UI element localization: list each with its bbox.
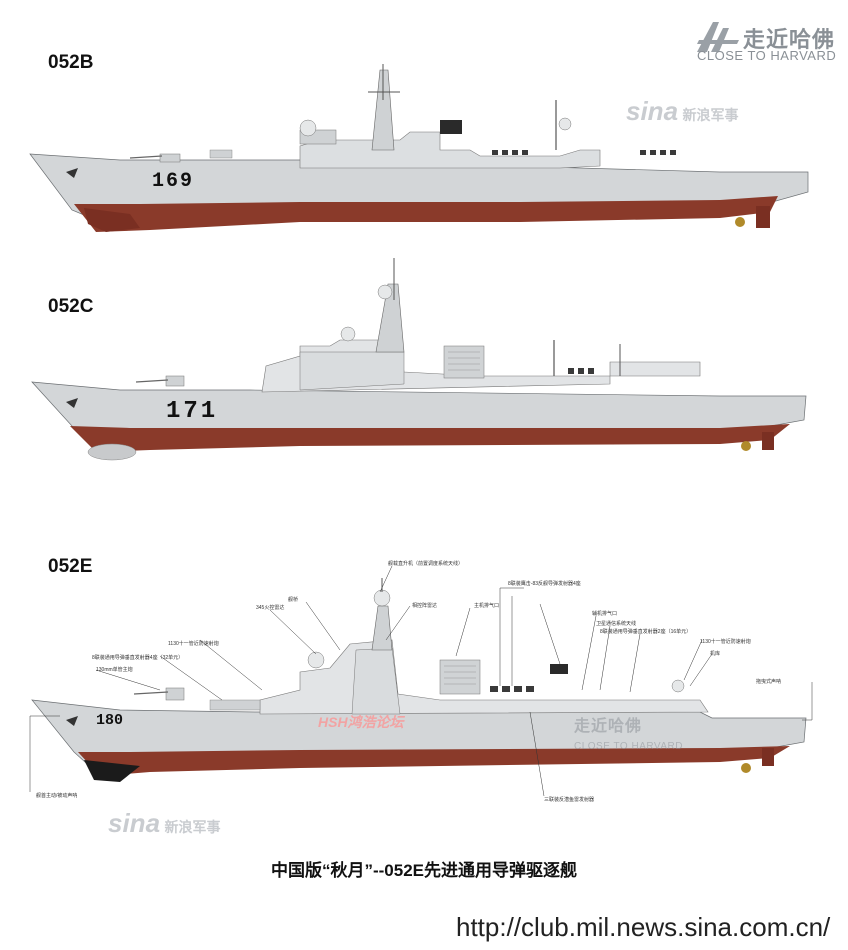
logo-english: CLOSE TO HARVARD — [697, 48, 837, 63]
source-url: http://club.mil.news.sina.com.cn/ — [456, 912, 831, 942]
close-to-harvard-watermark: 走近哈佛 CLOSE TO HARVARD — [574, 712, 683, 754]
annotation-label: 卫星通信系统天线 — [596, 621, 637, 627]
ship-label-052b: 052B — [48, 52, 94, 73]
harvard-emblem-icon — [697, 22, 739, 52]
sina-watermark-top: sina 新浪军事 — [626, 96, 738, 127]
annotation-label: 130mm单管主炮 — [96, 667, 133, 673]
annotation-label: 1130十一管近防速射炮 — [168, 641, 219, 647]
annotation-label: 8联装鹰击-83反舰导弹发射器4座 — [508, 581, 581, 587]
annotation-label: 机库 — [710, 651, 721, 657]
page-caption: 中国版“秋月”--052E先进通用导弹驱逐舰 — [270, 861, 578, 880]
annotation-label: 舰载直升机（前置调度系统天线） — [388, 561, 464, 567]
annotation-label: 舰首主动/被动声呐 — [36, 793, 78, 799]
annotation-label: 主机排气口 — [474, 603, 500, 609]
logo-chinese: 走近哈佛 — [574, 718, 643, 735]
logo-chinese: 走近哈佛 — [743, 27, 836, 52]
ship-label-052e: 052E — [48, 556, 93, 577]
sina-mark: sina — [108, 808, 161, 838]
annotation-label: 相控阵雷达 — [412, 603, 438, 609]
sina-mark: sina — [626, 96, 679, 126]
ship-label-052c: 052C — [48, 296, 94, 317]
annotation-label: 1130十一管近防速射炮 — [700, 639, 751, 645]
annotation-label: 345火控雷达 — [256, 605, 285, 611]
sina-chinese: 新浪军事 — [682, 107, 739, 123]
annotation-label: 8联装通用导弹垂直发射器4座（32单元） — [92, 655, 184, 661]
hull-number-169: 169 — [152, 170, 195, 193]
hull-number-171: 171 — [166, 398, 219, 425]
annotation-label: 舰桥 — [288, 597, 299, 603]
close-to-harvard-logo: 走近哈佛 CLOSE TO HARVARD — [693, 18, 843, 66]
annotation-label: 拖曳式声呐 — [756, 679, 782, 685]
ship-052e — [29, 565, 813, 797]
hsh-forum-watermark: HSH鸿浩论坛 — [318, 714, 404, 730]
sina-chinese: 新浪军事 — [164, 819, 221, 835]
annotation-label: 8联装通用导弹垂直发射器2座（16单元） — [600, 629, 692, 635]
sina-watermark-bottom: sina 新浪军事 — [108, 808, 220, 839]
annotation-label: 三联装反潜鱼雷发射器 — [544, 797, 595, 803]
ship-052b — [29, 64, 809, 232]
logo-english: CLOSE TO HARVARD — [574, 741, 683, 752]
annotation-label: 辅机排气口 — [592, 611, 618, 617]
hull-number-180: 180 — [96, 712, 124, 729]
ship-052c — [31, 258, 807, 461]
